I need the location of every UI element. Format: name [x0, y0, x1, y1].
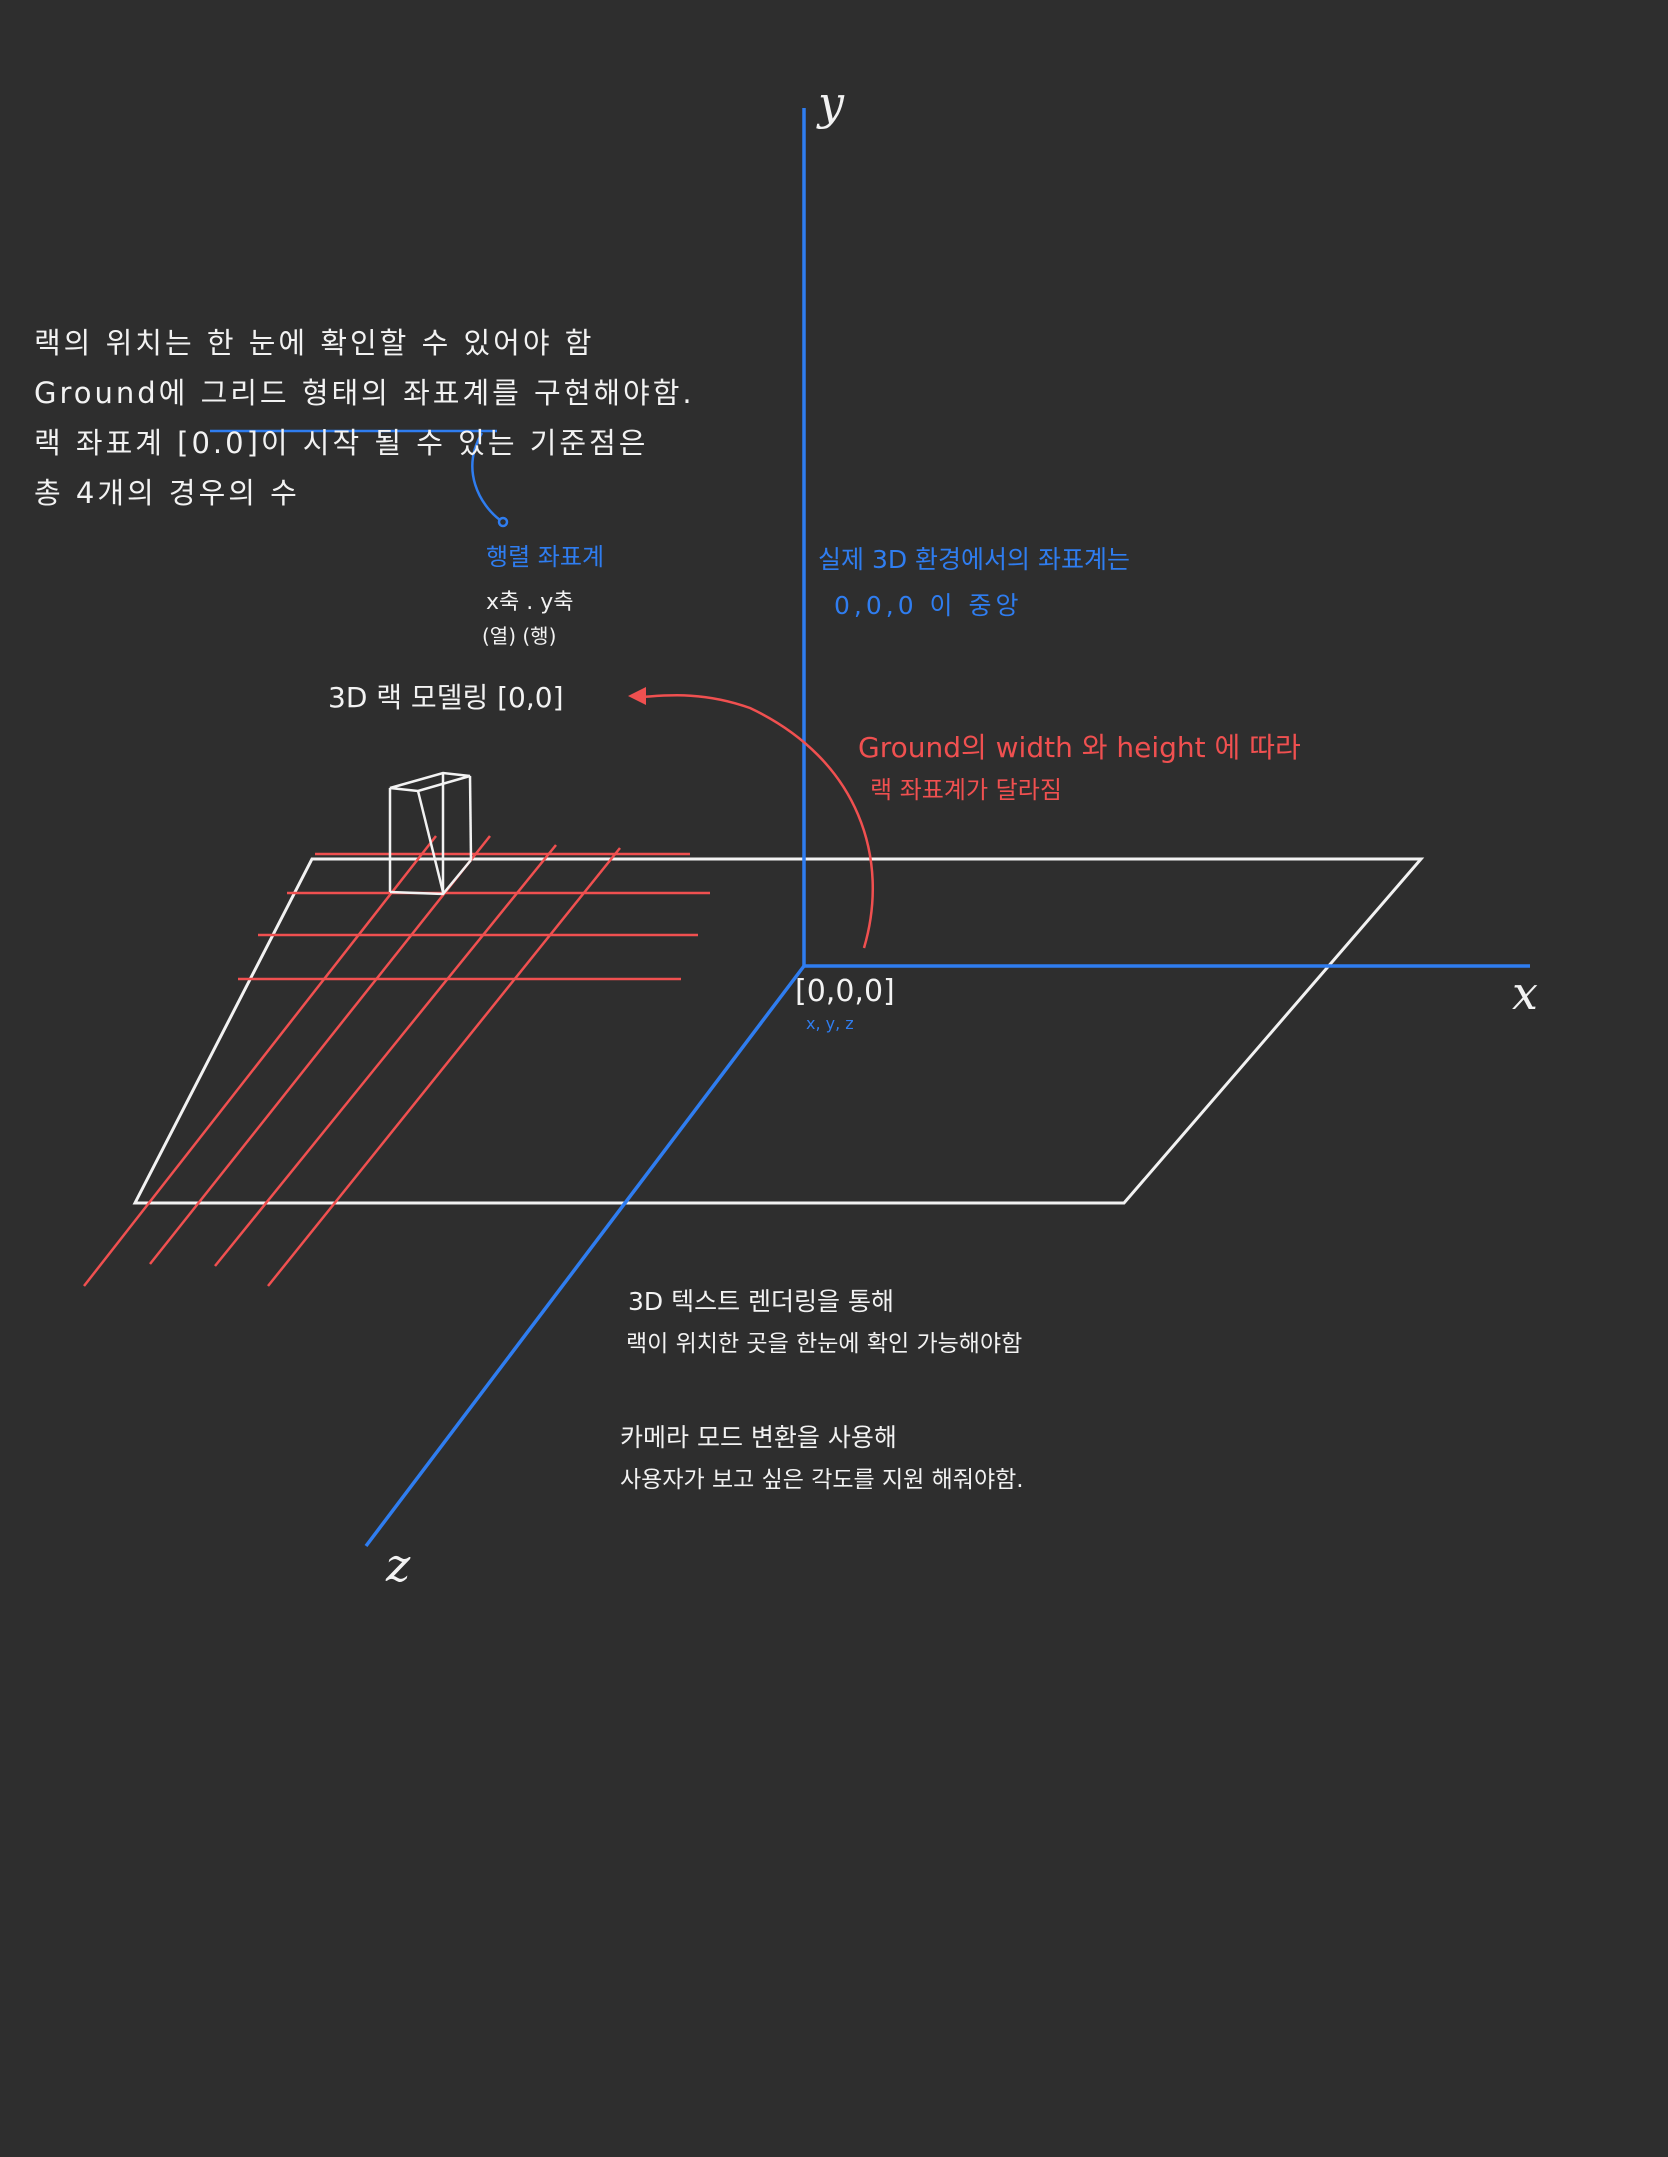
axes	[364, 108, 1530, 1548]
requirement-line: Ground에 그리드 형태의 좌표계를 구현해야함.	[34, 376, 695, 410]
ground-note-line: Ground의 width 와 height 에 따라	[858, 731, 1301, 764]
grid-column-line	[214, 844, 557, 1267]
requirement-line: 랙 좌표계 [0.0]이 시작 될 수 있는 기준점은	[34, 426, 649, 460]
origin-sub-label: x, y, z	[806, 1014, 854, 1033]
real-3d-note-line: 0,0,0 이 중앙	[834, 591, 1023, 620]
text-render-note-line: 3D 텍스트 렌더링을 통해	[628, 1287, 894, 1316]
rack-model-label: 3D 랙 모델링 [0,0]	[328, 681, 564, 714]
grid-column-line	[83, 835, 437, 1287]
real-3d-note-line: 실제 3D 환경에서의 좌표계는	[818, 545, 1130, 574]
z-axis	[364, 964, 806, 1548]
grid-column-line	[267, 847, 621, 1287]
underline-connector	[210, 429, 509, 528]
origin-label: [0,0,0]	[795, 974, 895, 1009]
requirement-line: 총 4개의 경우의 수	[34, 476, 300, 510]
y-axis-label: y	[818, 76, 844, 130]
text-render-note-line: 랙이 위치한 곳을 한눈에 확인 가능해야함	[626, 1331, 1023, 1357]
x-axis-label: x	[1512, 966, 1538, 1020]
requirement-line: 랙의 위치는 한 눈에 확인할 수 있어야 함	[34, 326, 595, 360]
ground-plane	[132, 857, 1425, 1205]
camera-note-line: 사용자가 보고 싶은 각도를 지원 해줘야함.	[620, 1467, 1024, 1493]
ground-note-line: 랙 좌표계가 달라짐	[870, 776, 1062, 804]
matrix-note-meaning: (열) (행)	[482, 624, 557, 648]
matrix-note-title: 행렬 좌표계	[486, 543, 605, 571]
rack-box	[388, 771, 473, 896]
matrix-note-axes: x축 . y축	[486, 590, 574, 615]
grid-column-line	[149, 835, 491, 1265]
camera-note-line: 카메라 모드 변환을 사용해	[620, 1423, 897, 1452]
requirements-notes: 랙의 위치는 한 눈에 확인할 수 있어야 함 Ground에 그리드 형태의 …	[34, 318, 695, 518]
rack-grid	[83, 835, 710, 1287]
origin-to-rack-arrow	[641, 694, 875, 949]
arrowhead-icon	[628, 687, 646, 705]
z-axis-label: z	[386, 1538, 411, 1592]
